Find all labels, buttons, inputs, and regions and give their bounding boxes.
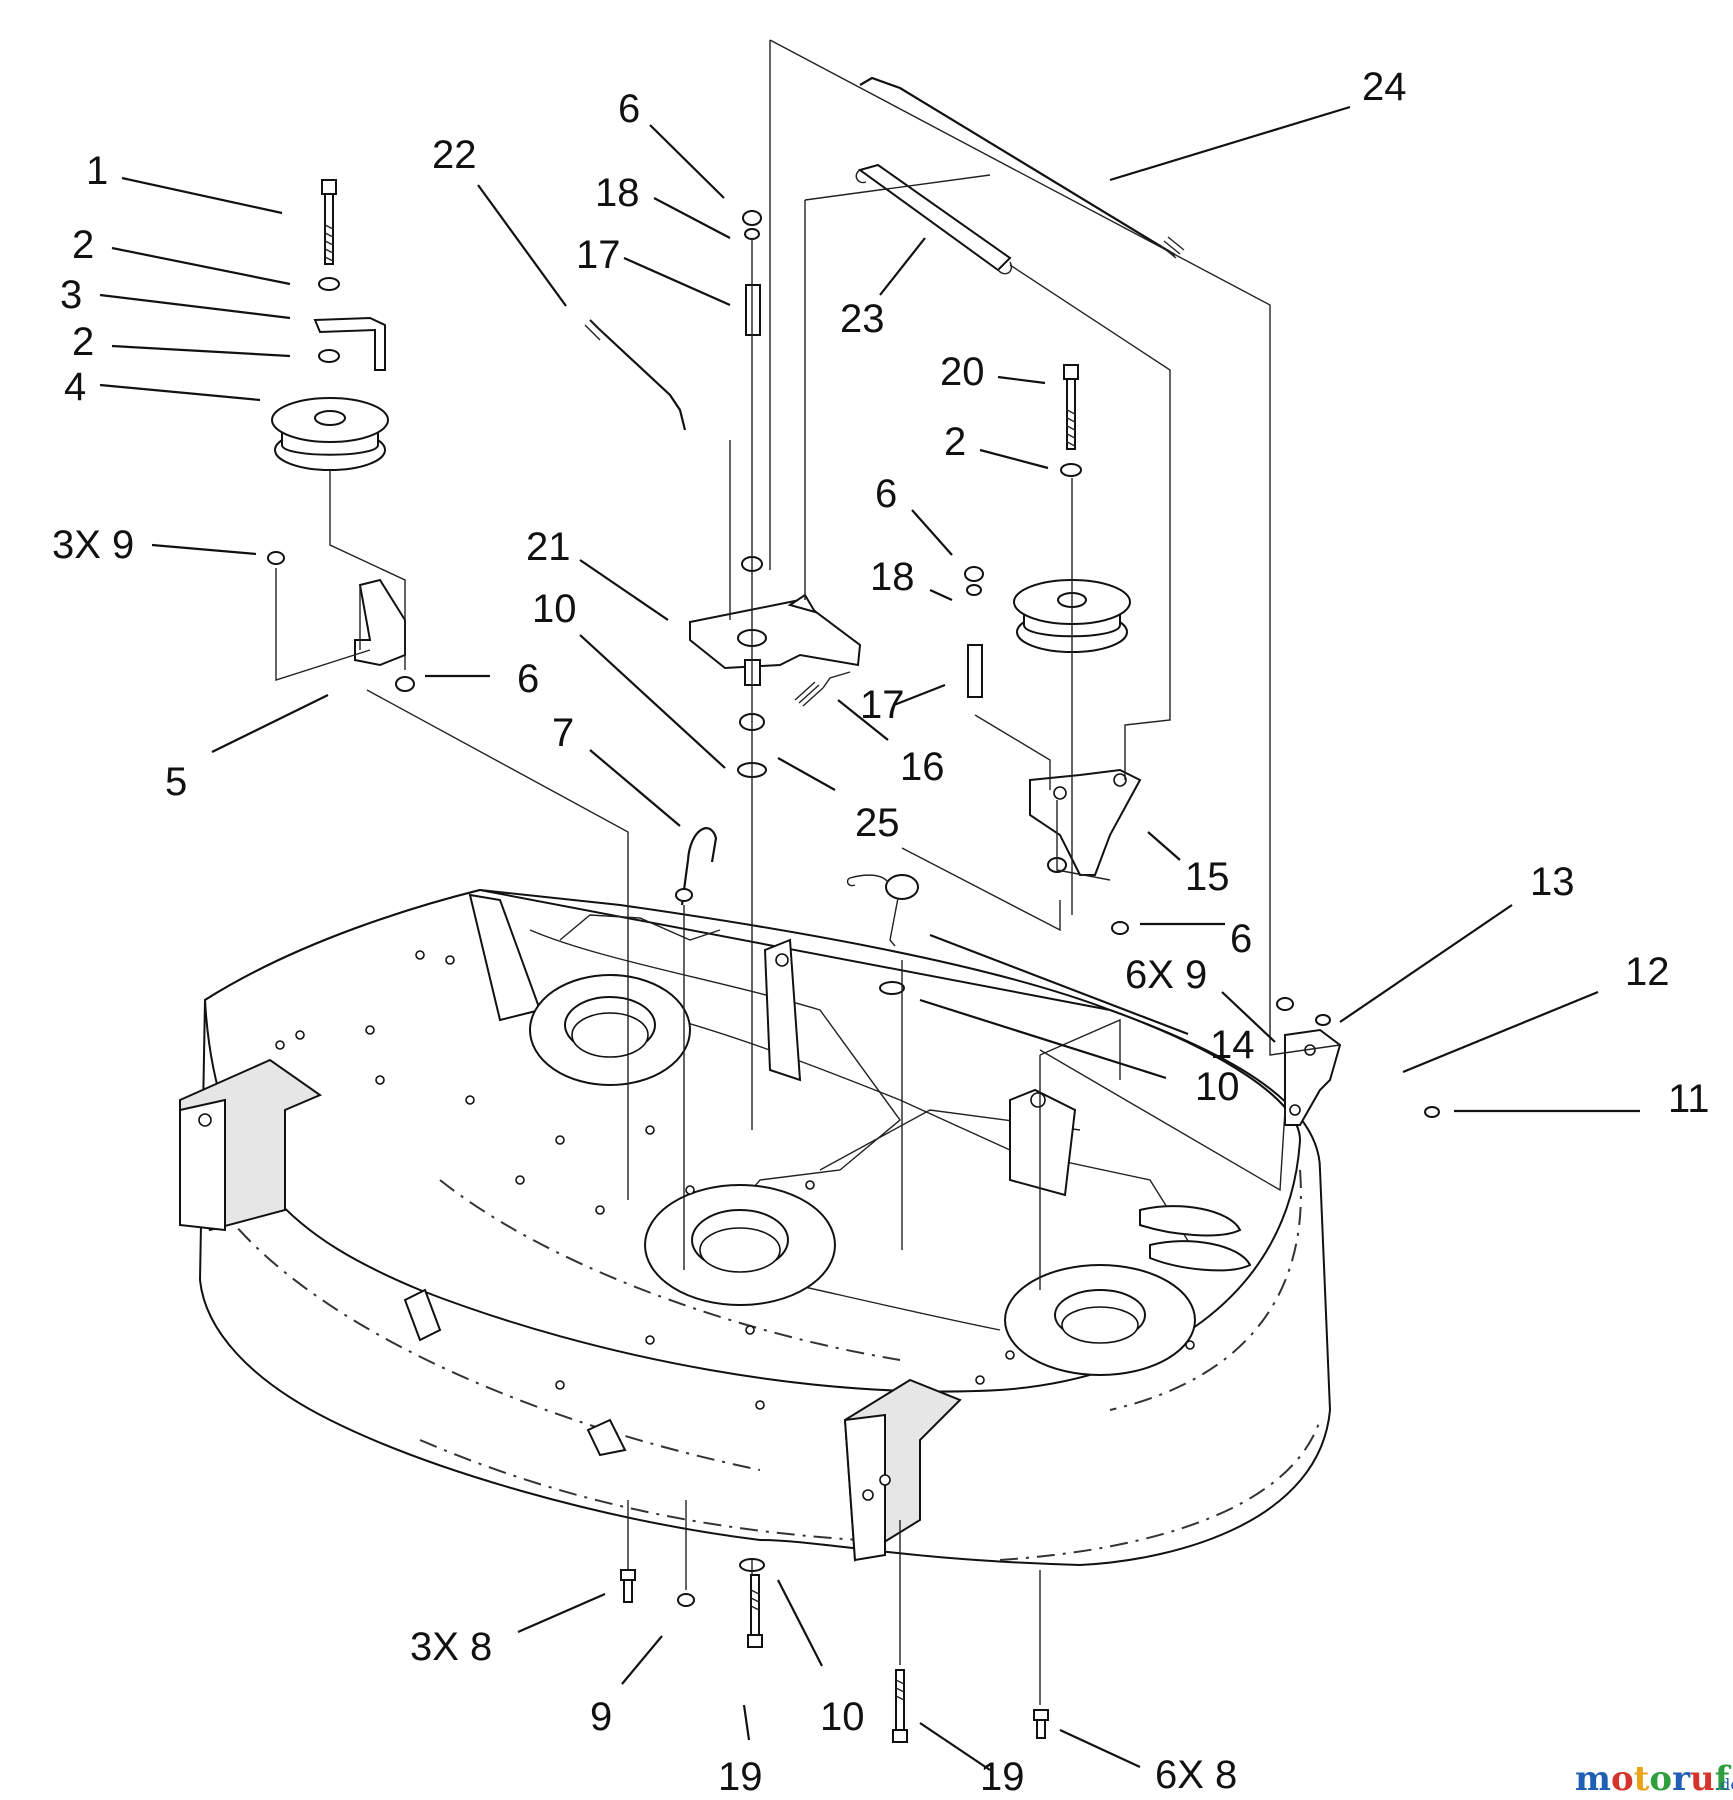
callout-16: 16	[900, 745, 945, 789]
callout-11: 11	[1668, 1077, 1710, 1121]
callout-12: 12	[1625, 950, 1670, 994]
callout-4: 4	[64, 365, 86, 409]
callout-22: 22	[432, 133, 477, 177]
part-4-idler-pulley	[271, 397, 389, 471]
callout-3: 3	[60, 273, 82, 317]
callout-23: 23	[840, 297, 885, 341]
part-22-rod	[584, 319, 687, 431]
callout-24: 24	[1362, 65, 1407, 109]
callout-6-mid: 6	[875, 472, 897, 516]
mower-deck	[179, 888, 1332, 1567]
part-24-rod	[859, 76, 1185, 259]
callout-20: 20	[940, 350, 985, 394]
callout-2-upper: 2	[72, 223, 94, 267]
part-17-spacer	[745, 284, 983, 698]
part-13-bracket	[1284, 1028, 1342, 1126]
part-2-washer	[318, 277, 340, 363]
callout-10-lower: 10	[820, 1695, 865, 1739]
callout-6x9: 6X 9	[1125, 953, 1207, 997]
leader-lines	[99, 105, 1640, 1771]
callout-18-mid: 18	[870, 555, 915, 599]
part-20-bolt	[1060, 364, 1082, 477]
callout-13: 13	[1530, 860, 1575, 904]
callout-17-mid: 17	[860, 683, 905, 727]
callout-2-right: 2	[944, 420, 966, 464]
callout-6x8: 6X 8	[1155, 1753, 1237, 1797]
callout-21: 21	[526, 525, 571, 569]
callout-3x8: 3X 8	[410, 1625, 492, 1669]
part-7-hook	[675, 827, 718, 906]
watermark-brand: motoruf	[1575, 1759, 1732, 1799]
assembly-lines	[275, 39, 1341, 1705]
watermark-suffix: .de	[1715, 1775, 1733, 1794]
part-15-bracket	[1029, 768, 1142, 876]
callout-9: 9	[590, 1695, 612, 1739]
callout-18-top: 18	[595, 171, 640, 215]
callout-19-right: 19	[980, 1755, 1025, 1799]
part-16-spring	[794, 671, 851, 707]
callout-5: 5	[165, 760, 187, 804]
callout-6-left: 6	[517, 657, 539, 701]
callout-2-lower: 2	[72, 320, 94, 364]
callout-10-right: 10	[1195, 1065, 1240, 1109]
callout-3x9: 3X 9	[52, 523, 134, 567]
part-5-bracket	[354, 578, 406, 667]
callout-6-top: 6	[618, 87, 640, 131]
callout-1: 1	[86, 149, 108, 193]
part-19-bolt	[747, 1574, 908, 1743]
callout-10-upper: 10	[532, 587, 577, 631]
watermark-logo: motoruf .de	[1575, 1759, 1733, 1799]
part-23-rod	[855, 163, 1012, 275]
callout-19-left: 19	[718, 1755, 763, 1799]
callout-7: 7	[552, 711, 574, 755]
callout-25: 25	[855, 801, 900, 845]
callout-6-right: 6	[1230, 917, 1252, 961]
callout-15: 15	[1185, 855, 1230, 899]
part-3-bracket	[313, 316, 386, 371]
callout-labels: 1 2 3 2 4 3X 9 5 6 22 6 18 17 23 24 21 1…	[52, 65, 1710, 1799]
callout-17-top: 17	[576, 233, 621, 277]
part-1-bolt	[321, 179, 337, 265]
part-21-idler-arm	[689, 556, 862, 686]
callout-14: 14	[1210, 1023, 1255, 1067]
part-25-spring	[846, 874, 919, 947]
